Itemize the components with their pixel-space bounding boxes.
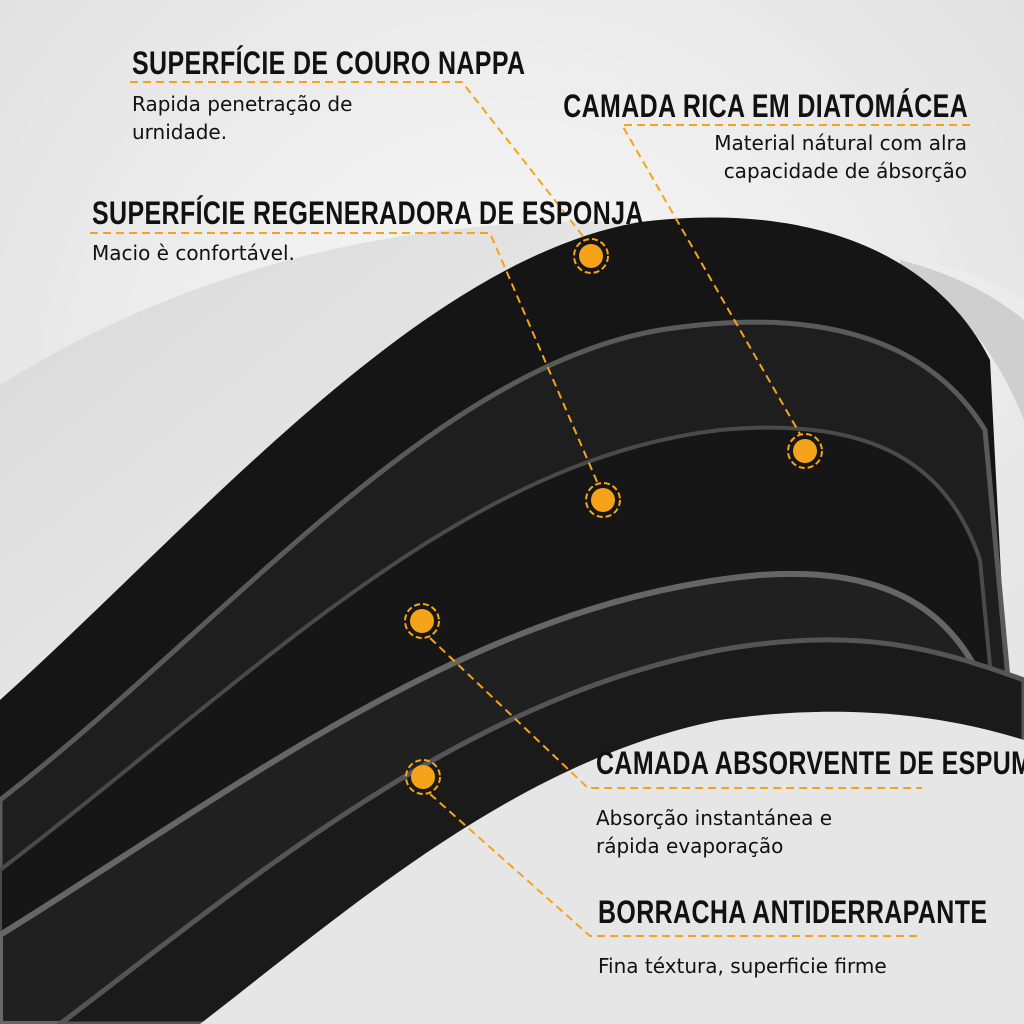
callout-desc-diatomite: Material nátural com alra capacidade de …: [714, 129, 967, 185]
right-edge-highlight: [900, 260, 1024, 420]
dot-sponge: [585, 482, 621, 518]
desc-line: capacidade de ábsorção: [723, 159, 967, 183]
desc-line: Fina téxtura, superficie firme: [598, 954, 887, 978]
callout-desc-foam: Absorção instantánea e rápida evaporação: [596, 804, 832, 860]
callout-dots: [404, 238, 823, 795]
callout-title-foam: CAMADA ABSORVENTE DE ESPUMA: [596, 745, 1024, 781]
callout-title-diatomite: CAMADA RICA EM DIATOMÁCEA: [563, 88, 968, 124]
desc-line: Absorção instantánea e: [596, 806, 833, 830]
callout-title-sponge: SUPERFÍCIE REGENERADORA DE ESPONJA: [92, 195, 644, 231]
floor-area: [200, 711, 1024, 1024]
desc-line: Macio è confortável.: [92, 241, 295, 265]
dot-diatomite: [787, 433, 823, 469]
dot-foam: [404, 603, 440, 639]
callout-desc-sponge: Macio è confortável.: [92, 239, 295, 267]
desc-line: urnidade.: [132, 120, 228, 144]
callout-title-rubber: BORRACHA ANTIDERRAPANTE: [598, 894, 988, 930]
dot-nappa: [573, 238, 609, 274]
callout-desc-nappa: Rapida penetração de urnidade.: [132, 90, 352, 146]
leader-lines: [90, 81, 970, 937]
callout-desc-rubber: Fina téxtura, superficie firme: [598, 952, 887, 980]
desc-line: Material nátural com alra: [714, 131, 967, 155]
callout-title-nappa: SUPERFÍCIE DE COURO NAPPA: [132, 45, 526, 81]
desc-line: rápida evaporação: [596, 834, 784, 858]
desc-line: Rapida penetração de: [132, 92, 353, 116]
dot-rubber: [405, 759, 441, 795]
